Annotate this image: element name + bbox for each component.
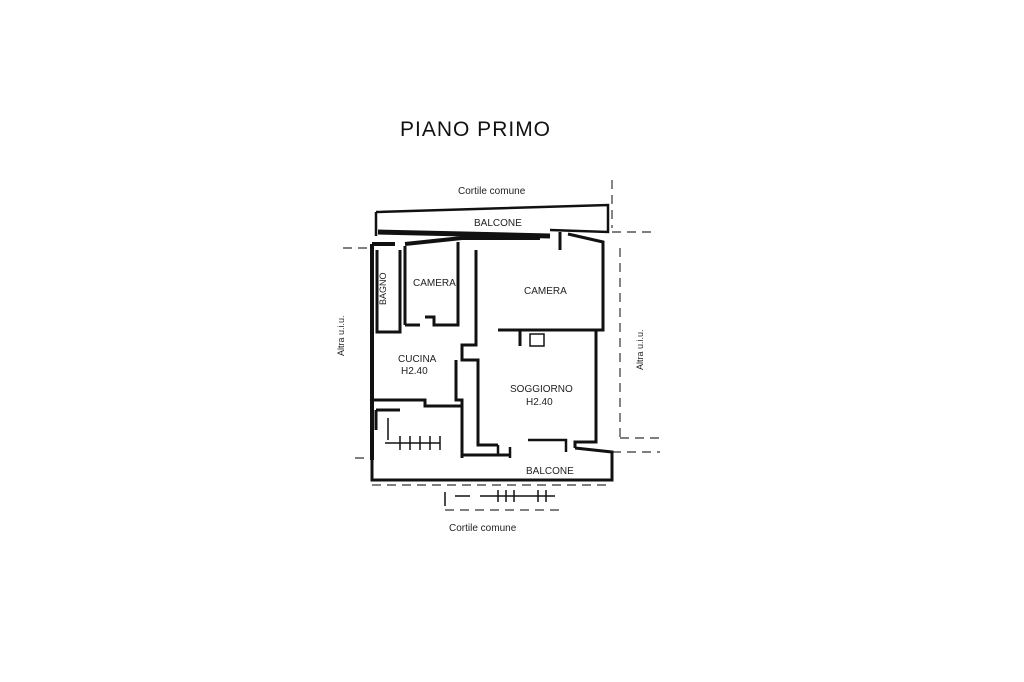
label-cucina: CUCINA bbox=[398, 354, 437, 365]
label-altra-left: Altra u.i.u. bbox=[336, 315, 346, 356]
walls bbox=[370, 203, 614, 506]
label-soggiorno-h: H2.40 bbox=[526, 397, 553, 408]
label-balcone-bottom: BALCONE bbox=[526, 466, 574, 477]
balcony-top-outline bbox=[374, 203, 610, 236]
bathroom-walls bbox=[375, 250, 402, 334]
room-labels: Cortile comune BALCONE BAGNO CAMERA CAME… bbox=[336, 186, 645, 534]
label-bagno: BAGNO bbox=[378, 272, 388, 305]
label-camera-small: CAMERA bbox=[413, 278, 456, 289]
stairs bbox=[385, 418, 441, 450]
camera-large-walls bbox=[460, 250, 596, 447]
label-cortile-top: Cortile comune bbox=[458, 186, 526, 197]
camera-small-walls bbox=[403, 242, 460, 327]
lower-stairs bbox=[444, 490, 555, 506]
plan-title: PIANO PRIMO bbox=[400, 118, 552, 141]
label-camera-large: CAMERA bbox=[524, 286, 567, 297]
label-cortile-bottom: Cortile comune bbox=[449, 523, 517, 534]
label-soggiorno: SOGGIORNO bbox=[510, 384, 573, 395]
label-balcone-top: BALCONE bbox=[474, 218, 522, 229]
stair-walls bbox=[374, 406, 464, 458]
label-cucina-h: H2.40 bbox=[401, 366, 428, 377]
balcony-bottom-outline bbox=[370, 446, 614, 482]
exterior-wall bbox=[370, 236, 540, 460]
label-altra-right: Altra u.i.u. bbox=[635, 329, 645, 370]
boundary-lines bbox=[343, 180, 660, 511]
